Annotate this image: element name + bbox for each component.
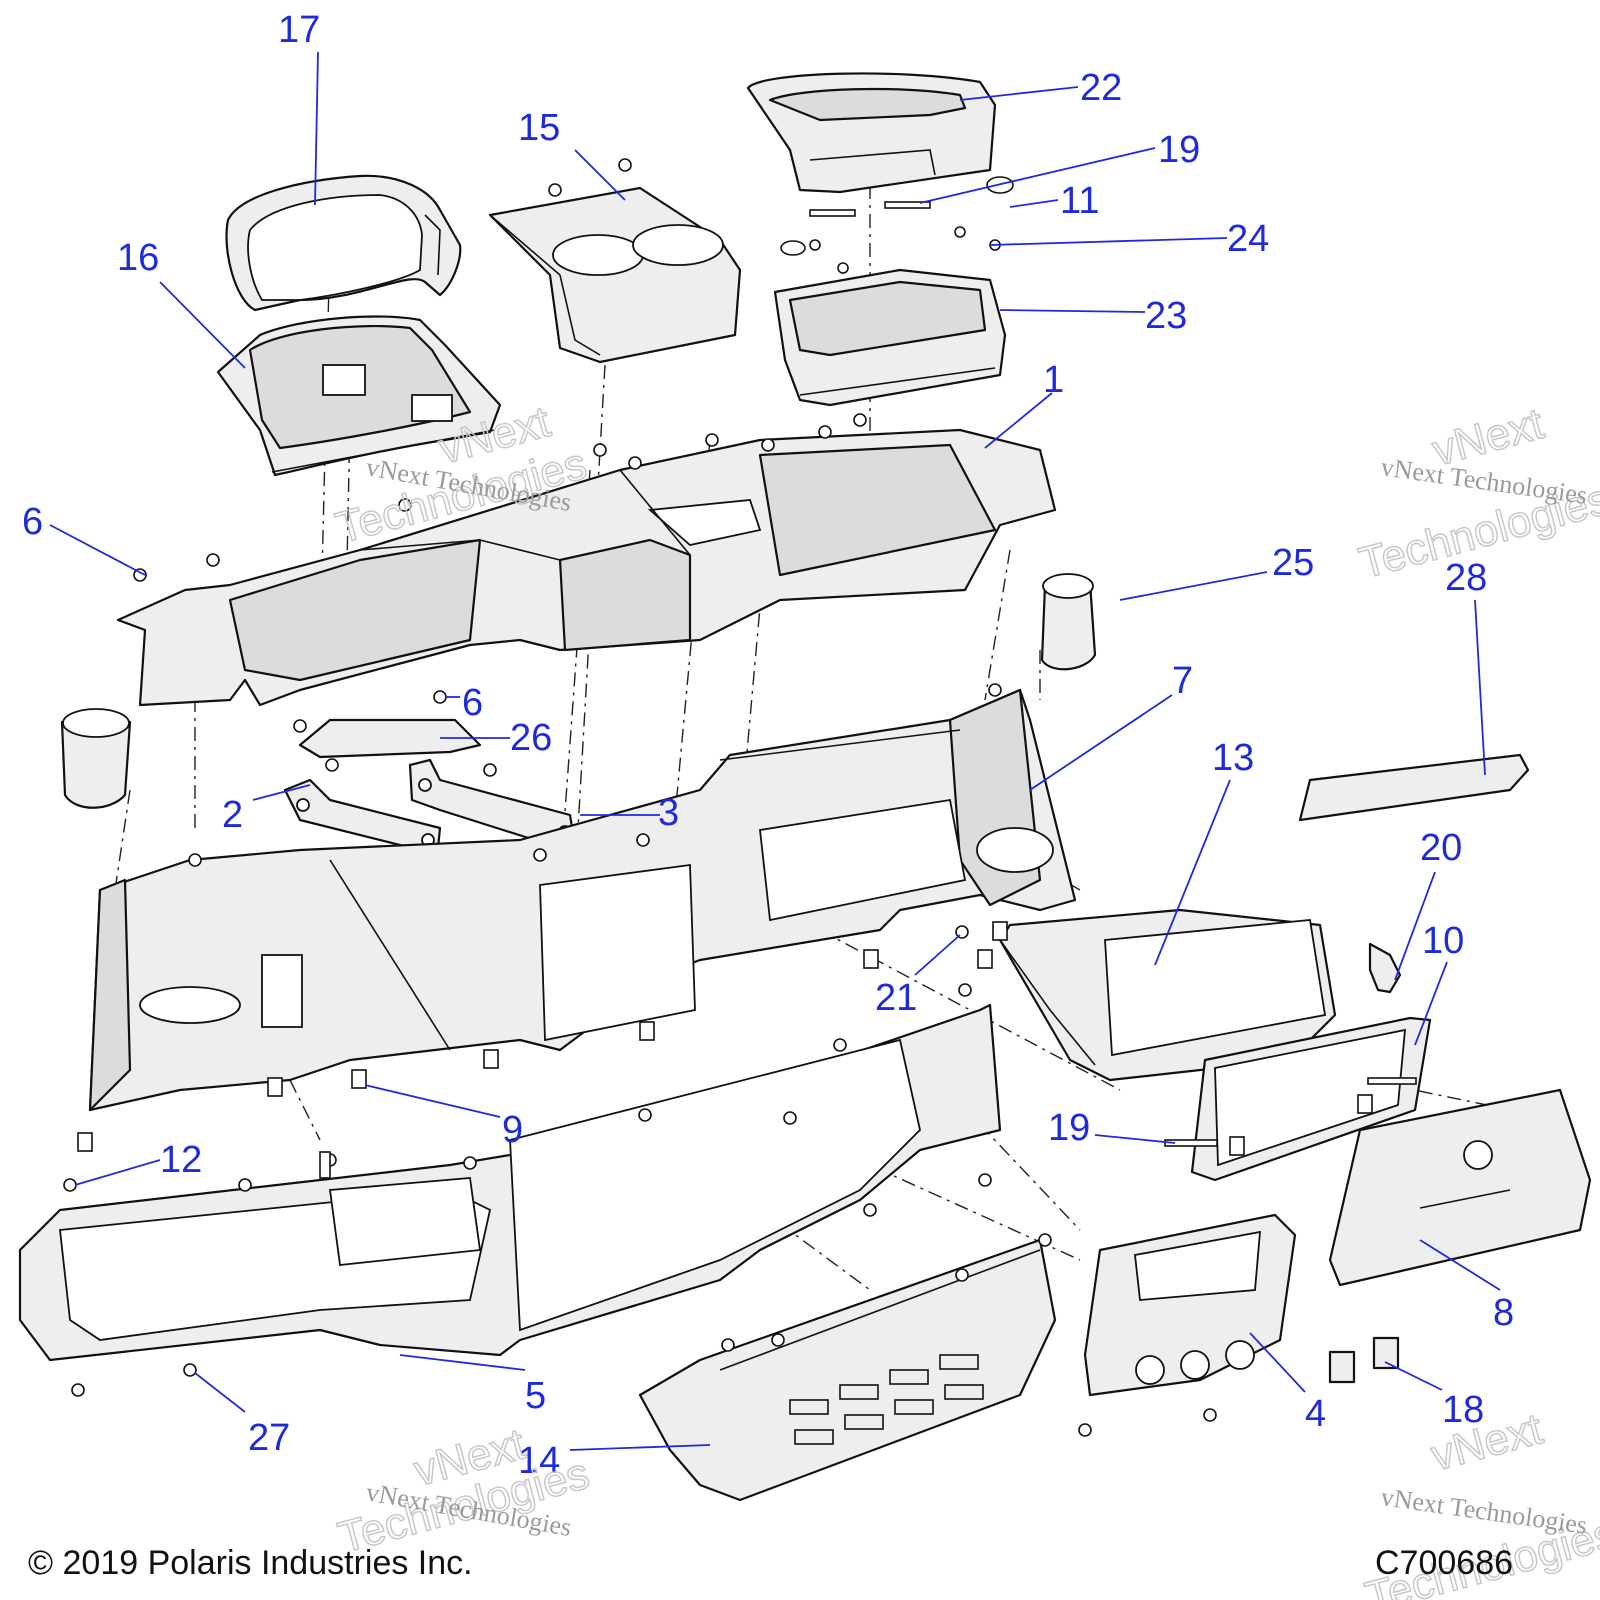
callout-22: 22 [1080,67,1122,109]
callout-25: 25 [1272,542,1314,584]
callout-10: 10 [1422,920,1464,962]
leader-lines [49,51,1501,1451]
part-2-bracket [283,778,442,852]
callout-4: 4 [1305,1393,1326,1435]
part-23-storage-tray [773,268,1007,407]
callout-28: 28 [1445,557,1487,599]
callout-13: 13 [1212,737,1254,779]
callout-9: 9 [502,1109,523,1151]
part-5-lower-dash [18,1003,1002,1362]
callout-12: 12 [160,1139,202,1181]
watermark-caption: vNext Technologies [1379,1482,1589,1540]
part-13-display-housing [998,908,1337,1082]
callout-19-top: 19 [1158,129,1200,171]
callout-26: 26 [510,717,552,759]
copyright-text: © 2019 Polaris Industries Inc. [28,1544,473,1582]
part-8-glove-box-door [1328,1088,1592,1287]
part-10-bezel-frame [1190,1016,1432,1182]
part-20-latch [1368,942,1402,994]
callout-6-left: 6 [22,501,43,543]
callout-24: 24 [1227,218,1269,260]
part-4-switch-panel [1083,1213,1297,1397]
part-25-cup-insert [1040,573,1097,671]
part-17-cluster-bezel [225,174,462,312]
callout-23: 23 [1145,295,1187,337]
part-16-cluster-housing [216,315,502,477]
callout-1: 1 [1043,359,1064,401]
callout-8: 8 [1493,1292,1514,1334]
callout-14: 14 [518,1440,560,1482]
callout-27: 27 [248,1417,290,1459]
part-28-trim [1298,753,1530,822]
part-18-switches [1328,1336,1400,1384]
callout-19-lower: 19 [1048,1107,1090,1149]
callout-5: 5 [525,1375,546,1417]
part-26-bracket-plate [298,718,482,759]
callout-7: 7 [1172,660,1193,702]
callout-20: 20 [1420,827,1462,869]
part-14-lower-panel [638,1238,1057,1502]
callout-11: 11 [1060,180,1099,222]
callout-16: 16 [117,237,159,279]
fasteners [63,158,1417,1437]
callout-15: 15 [518,107,560,149]
cup-insert-left [60,708,132,809]
part-7-main-dash-frame [88,688,1077,1112]
callout-6-center: 6 [462,682,483,724]
part-1-upper-dash [116,428,1057,707]
part-22-storage-lid [746,72,997,194]
callout-2: 2 [222,794,243,836]
callout-17: 17 [278,9,320,51]
callout-3: 3 [658,792,679,834]
callout-21: 21 [875,977,917,1019]
part-15-cup-holder-console [488,186,742,364]
callout-18: 18 [1442,1389,1484,1431]
figure-code: C700686 [1375,1544,1513,1582]
callout-labels: 1 2 3 4 5 6 6 7 8 9 10 11 12 13 14 15 16… [22,9,1514,1482]
